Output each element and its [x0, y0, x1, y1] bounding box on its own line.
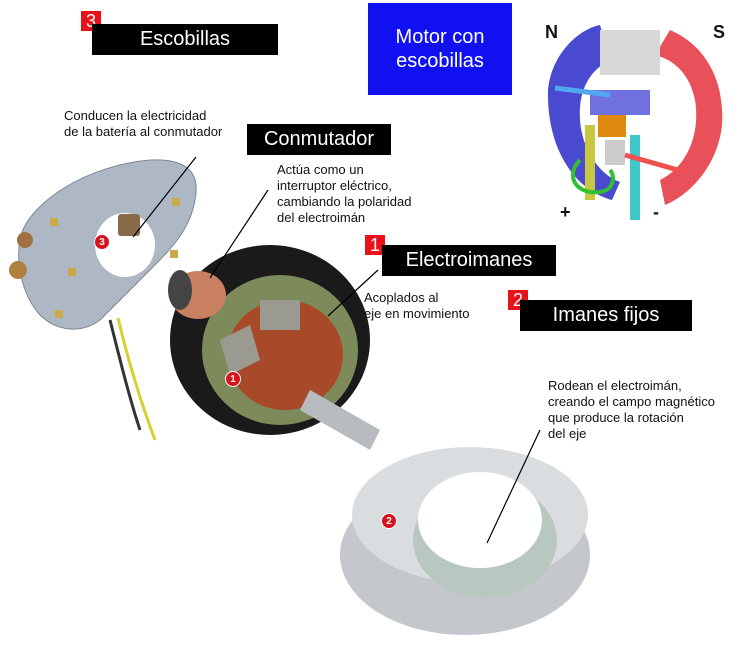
electromagnets-description: Acoplados al eje en movimiento — [364, 290, 470, 321]
electromagnets-marker: 1 — [225, 371, 241, 387]
commutator-description: Actúa como un interruptor eléctrico, cam… — [277, 162, 412, 225]
negative-terminal-label: - — [653, 202, 659, 222]
part-number-badge: 1 — [365, 235, 385, 255]
leader-lines — [132, 156, 541, 544]
diagram-title: Motor con escobillas — [368, 3, 512, 95]
schematic-motor — [548, 25, 723, 220]
north-pole-label: N — [545, 22, 558, 42]
commutator-label: Conmutador — [247, 124, 391, 155]
positive-terminal-label: + — [560, 202, 571, 222]
electromagnets-label: Electroimanes — [382, 245, 556, 276]
brushes-marker: 3 — [94, 234, 110, 250]
armature-illustration — [168, 245, 380, 450]
fixed-magnets-description: Rodean el electroimán, creando el campo … — [548, 378, 715, 441]
fixed-magnets-marker: 2 — [381, 513, 397, 529]
brushes-label: Escobillas — [92, 24, 278, 55]
magnet-ring-illustration — [340, 447, 590, 635]
fixed-magnets-label: Imanes fijos — [520, 300, 692, 331]
brushes-description: Conducen la electricidad de la batería a… — [64, 108, 223, 139]
south-pole-label: S — [713, 22, 726, 42]
brush-holder-illustration — [9, 159, 197, 441]
